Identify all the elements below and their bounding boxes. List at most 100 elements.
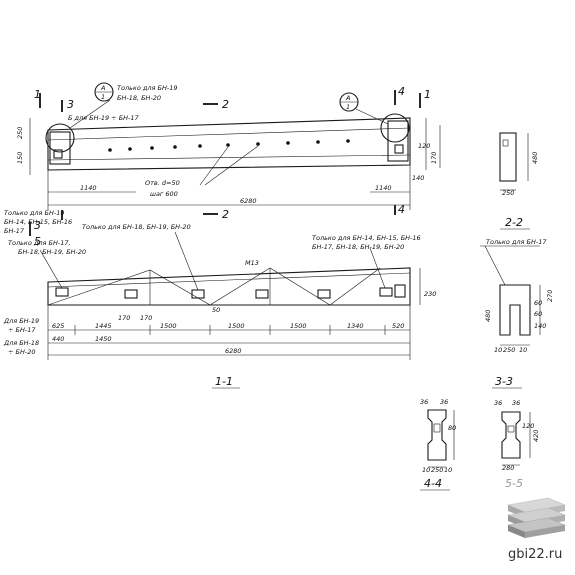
- section-top-right-outline: [499, 132, 517, 182]
- section-mark-2-bottom: 2: [222, 208, 229, 221]
- s22-dim-4: 60: [534, 310, 542, 318]
- dim-small-3: 230: [424, 290, 436, 298]
- section-label-1-1: 1-1: [215, 375, 233, 388]
- s33-dim-4: 280: [502, 464, 514, 472]
- dim-seg-4: 1500: [290, 322, 307, 330]
- insert-right: [394, 144, 404, 154]
- dim-total-side: 6280: [225, 347, 242, 355]
- section-2-2: 2-2 Только для БН-17 10 250 10 60 60 140…: [480, 216, 554, 354]
- dim-small-0: 170: [118, 314, 130, 322]
- dim-seg-3: 1500: [228, 322, 245, 330]
- section-label-3-3: 3-3: [495, 375, 513, 388]
- section-mark-4-bottom: 4: [398, 203, 405, 216]
- section-2-2-outline: [499, 284, 531, 336]
- side-left-note-d: ÷ БН-20: [8, 348, 35, 356]
- dim-140: 140: [412, 174, 424, 182]
- length-total-top: 6280: [240, 197, 257, 205]
- side-left-note-a: Для БН-19: [3, 317, 39, 325]
- mesh-diagonals: [47, 267, 381, 306]
- dim-left-top: 1140: [80, 184, 97, 192]
- section-mark-1-right: 1: [424, 88, 431, 101]
- section-4-4-outline: [427, 409, 447, 461]
- section-label-4-4: 4-4: [424, 477, 442, 490]
- section-5-5: 5-5: [505, 477, 523, 490]
- side-note-left-4: Только для БН-17,: [8, 239, 71, 247]
- beam-top-inner: [47, 272, 411, 288]
- hole-step: шаг 600: [150, 190, 178, 198]
- mesh-label: М13: [245, 259, 259, 267]
- section-3-3: 3-3 36 36 120 420 280: [492, 375, 540, 472]
- s33-dim-0: 36: [494, 399, 502, 407]
- top-view: Только для БН-19 БН-18, БН-20 Б для БН-1…: [16, 82, 441, 221]
- section-4-4: 36 36 80 10 250 10 4-4: [420, 398, 456, 491]
- dim-seg-5: 1340: [347, 322, 364, 330]
- insert-6: [379, 287, 393, 297]
- dim-right-h: 120: [418, 142, 430, 150]
- s33-dim-1: 36: [512, 399, 520, 407]
- note-top-right-2: БН-18, БН-20: [117, 94, 161, 102]
- insert-end: [394, 284, 406, 298]
- dim-right-h2: 170: [430, 152, 438, 164]
- top-right-dim-1: 480: [531, 152, 539, 164]
- dim-h1: 250: [16, 127, 24, 139]
- s22-dim-5: 140: [534, 322, 546, 330]
- callout-1-right: 1: [346, 103, 350, 111]
- dim-second-1: 1450: [95, 335, 112, 343]
- s44-dim-0: 36: [420, 398, 428, 406]
- section-top-right: 250 480: [499, 132, 539, 197]
- section-label-2-2: 2-2: [505, 216, 523, 229]
- insert-4: [255, 289, 269, 299]
- section-mark-3-side: 3: [34, 219, 41, 232]
- dim-right-top: 1140: [375, 184, 392, 192]
- section-label-5-5: 5-5: [505, 477, 523, 490]
- side-note-left-5: БН-18, БН-19, БН-20: [18, 248, 86, 256]
- dim-small-1: 170: [140, 314, 152, 322]
- dim-small-2: 50: [212, 306, 220, 314]
- s44-dim-1: 36: [440, 398, 448, 406]
- detail-circle-left: [45, 123, 75, 153]
- insert-1: [55, 287, 69, 297]
- callout-1-left: 1: [101, 93, 105, 101]
- section-mark-4-top: 4: [398, 85, 405, 98]
- dim-seg-2: 1500: [160, 322, 177, 330]
- logo-stack-icon: [506, 497, 567, 538]
- side-note-right-1: Только для БН-14, БН-15, БН-16: [312, 234, 421, 242]
- insert-left: [53, 149, 63, 159]
- side-note-center: Только для БН-18, БН-19, БН-20: [82, 223, 191, 231]
- section-mark-1-left: 1: [34, 88, 41, 101]
- dim-h2: 150: [16, 152, 24, 164]
- s33-dim-3: 420: [532, 430, 540, 442]
- side-note-left-2: БН-14, БН-15, БН-16: [4, 218, 72, 226]
- s22-dim-6: 270: [546, 290, 554, 302]
- s22-dim-1: 250: [503, 346, 515, 354]
- note-left-b: Б для БН-19 ÷ БН-17: [68, 114, 140, 122]
- s44-dim-4: 250: [431, 466, 443, 474]
- detail-circle-right: [380, 113, 410, 143]
- callout-a-right: А: [345, 94, 350, 102]
- section-mark-5-side: 5: [34, 235, 41, 248]
- s22-dim-7: 480: [484, 310, 492, 322]
- callout-a-left: А: [100, 84, 105, 92]
- s44-dim-3: 10: [422, 466, 430, 474]
- end-pocket-right: [387, 120, 409, 162]
- s44-dim-5: 10: [444, 466, 452, 474]
- section-3-3-outline: [501, 411, 521, 459]
- side-note-left-3: БН-17: [4, 227, 25, 235]
- dim-seg-1: 1445: [95, 322, 112, 330]
- side-view: 3 5 Только для БН-19 БН-14, БН-15, БН-16…: [3, 209, 436, 389]
- s22-dim-3: 60: [534, 299, 542, 307]
- section-mark-2-top: 2: [222, 98, 229, 111]
- side-left-note-c: Для БН-18: [3, 339, 39, 347]
- beam-inner-line-bottom: [47, 154, 411, 161]
- dim-seg-0: 625: [52, 322, 64, 330]
- side-note-left-1: Только для БН-19: [4, 209, 65, 217]
- hole-label: Отв. d=50: [145, 179, 180, 187]
- s22-dim-2: 10: [519, 346, 527, 354]
- top-right-dim-0: 250: [502, 189, 514, 197]
- dim-second-0: 440: [52, 335, 64, 343]
- insert-3: [191, 289, 205, 299]
- dim-seg-6: 520: [392, 322, 404, 330]
- section-mark-3-left: 3: [67, 98, 74, 111]
